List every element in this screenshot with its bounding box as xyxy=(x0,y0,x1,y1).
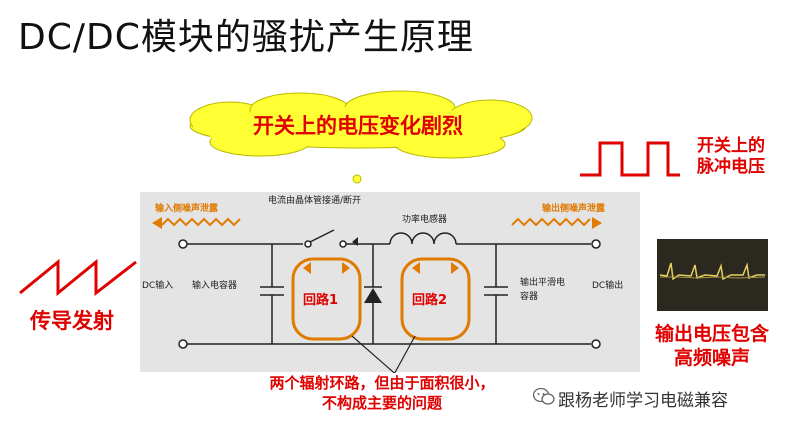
circuit-diagram: 输入侧噪声泄露 输出侧噪声泄露 电流由晶体管接通/断开 功率电感器 DC输入 输… xyxy=(140,192,640,372)
wechat-icon xyxy=(533,387,555,405)
bottom-note-line2: 不构成主要的问题 xyxy=(321,394,442,412)
output-cap-label: 输出平滑电 容器 xyxy=(520,276,565,304)
switch-label: 电流由晶体管接通/断开 xyxy=(268,196,362,206)
output-cap-line2: 容器 xyxy=(520,292,539,302)
output-noise-label: 输出电压包含 高频噪声 xyxy=(647,322,777,370)
cloud-tail-dot xyxy=(352,174,362,184)
output-label-line1: 输出电压包含 xyxy=(654,323,769,345)
sawtooth-waveform xyxy=(19,258,137,297)
input-leak-label: 输入侧噪声泄露 xyxy=(155,204,219,214)
input-cap-label: 输入电容器 xyxy=(192,281,238,291)
output-label-line2: 高频噪声 xyxy=(673,347,750,369)
loop2-label: 回路2 xyxy=(412,293,448,308)
pulse-label: 开关上的 脉冲电压 xyxy=(697,136,765,178)
dc-output-label: DC输出 xyxy=(592,281,624,291)
pulse-label-line2: 脉冲电压 xyxy=(697,157,765,177)
watermark-text: 跟杨老师学习电磁兼容 xyxy=(558,391,728,411)
page-title: DC/DC模块的骚扰产生原理 xyxy=(18,17,474,58)
conduction-label: 传导发射 xyxy=(30,309,114,333)
output-leak-label: 输出侧噪声泄露 xyxy=(542,204,606,214)
cloud-shape xyxy=(189,90,533,159)
inductor-label: 功率电感器 xyxy=(402,215,448,225)
output-cap-line1: 输出平滑电 xyxy=(520,278,566,288)
bottom-note-line1: 两个辐射环路，但由于面积很小， xyxy=(269,374,495,392)
bottom-note: 两个辐射环路，但由于面积很小， 不构成主要的问题 xyxy=(222,373,542,413)
oscilloscope-image xyxy=(657,239,768,311)
pulse-label-line1: 开关上的 xyxy=(697,136,765,156)
cloud-text: 开关上的电压变化剧烈 xyxy=(253,114,463,138)
loop1-label: 回路1 xyxy=(303,293,339,308)
pulse-waveform xyxy=(580,141,680,177)
dc-input-label: DC输入 xyxy=(142,281,174,291)
